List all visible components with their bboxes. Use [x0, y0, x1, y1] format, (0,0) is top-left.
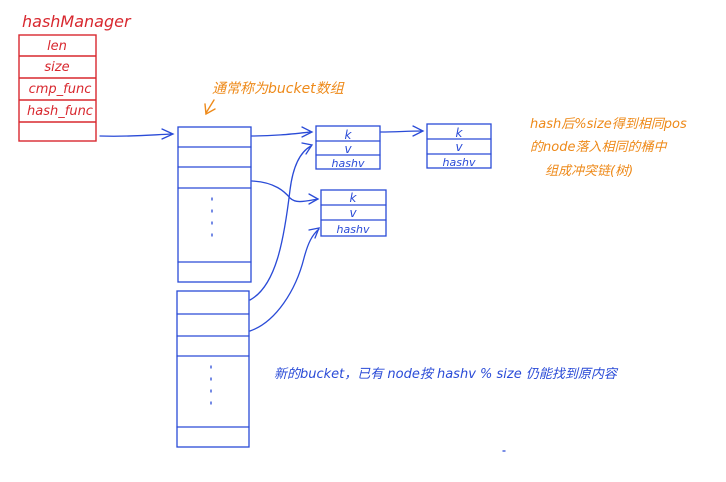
bucket-to-node-3-arrow	[251, 180, 320, 205]
node-3-box	[320, 189, 387, 237]
hash-manager-title: hashManager	[22, 12, 132, 31]
collision-line-2: 的node落入相同的桶中	[530, 140, 667, 155]
node-1-box	[315, 125, 381, 170]
hash-manager-struct-box	[18, 34, 97, 142]
bucket-annotation-arrow-head	[204, 103, 216, 116]
node-1-fields: k v hashv	[332, 128, 365, 170]
new-bucket-to-node-3-arrow	[249, 227, 321, 332]
node-1-v: v	[344, 142, 352, 156]
node-1-hashv: hashv	[332, 157, 365, 170]
node-3-fields: k v hashv	[337, 191, 370, 236]
node-2-k: k	[456, 126, 464, 140]
node-2-box	[426, 123, 492, 169]
field-size: size	[44, 60, 69, 75]
collision-chain-annotation: hash后%size得到相同pos 的node落入相同的桶中 组成冲突链(树)	[530, 117, 687, 179]
field-len: len	[47, 39, 67, 54]
node-3-k: k	[350, 191, 358, 205]
bucket-array-old	[177, 126, 252, 283]
collision-line-3: 组成冲突链(树)	[545, 163, 633, 179]
collision-line-1: hash后%size得到相同pos	[530, 117, 687, 132]
bucket-array-new	[176, 290, 250, 448]
hash-manager: hashManager len size cmp_func hash_func	[18, 12, 132, 142]
bucket-to-node-1-arrow	[251, 126, 314, 138]
field-hash-func: hash_func	[27, 104, 93, 119]
node-2-hashv: hashv	[443, 156, 476, 169]
node-2-fields: k v hashv	[443, 126, 476, 169]
rehash-note: 新的bucket，已有 node按 hashv % size 仍能找到原内容	[274, 366, 619, 382]
node-2-v: v	[455, 140, 463, 154]
bucket-annotation-arrow-shaft	[205, 99, 215, 114]
bucket-array-annotation: 通常称为bucket数组	[204, 81, 345, 116]
node-3-hashv: hashv	[337, 223, 370, 236]
node-1-k: k	[345, 128, 353, 142]
node-1-to-node-2-arrow	[380, 125, 425, 137]
bucket-array-label: 通常称为bucket数组	[212, 81, 345, 97]
field-cmp-func: cmp_func	[29, 82, 92, 97]
manager-to-bucket-arrow	[99, 128, 175, 140]
node-3-v: v	[349, 206, 357, 220]
new-bucket-to-node-1-arrow	[249, 142, 314, 301]
